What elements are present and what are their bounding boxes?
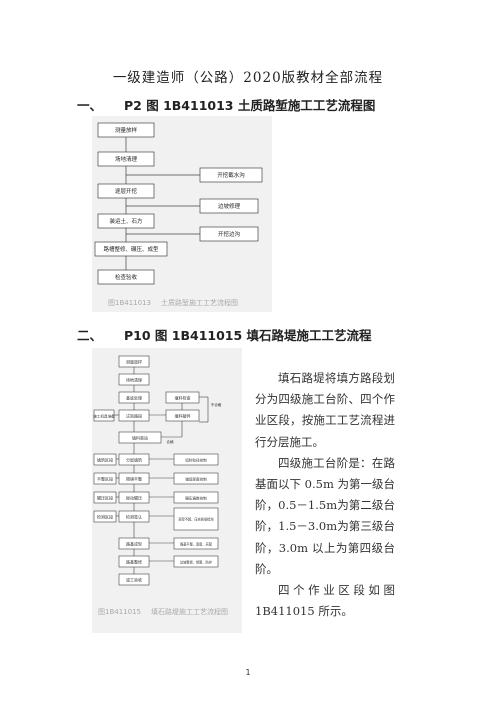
body-paragraph: 四个作业区段如图 1B411015 所示。	[255, 583, 395, 619]
body-text: 填石路堤将填方路段划分为四级施工台阶、四个作业区段，按施工工艺流程进行分层施工。…	[255, 368, 395, 622]
section1-heading-text: P2 图 1B411013 土质路堑施工工艺流程图	[124, 98, 376, 113]
figure1-caption-number: 图1B411013	[108, 299, 151, 307]
flow2-stage: 检测区段	[97, 514, 113, 520]
flow2-equipment-box: 施工机具准备	[93, 414, 115, 419]
flow2-step: 路基整修	[126, 559, 142, 565]
flow2-step: 竣工验收	[126, 577, 142, 583]
figure2-flowchart: 测量放样 场地清理 基底处理 试验路段 施工机具准备 填料检查 填料破碎 不合格…	[92, 348, 242, 633]
flow2-stage: 平整区段	[97, 476, 113, 482]
flow2-stage: 碾压区段	[97, 495, 113, 501]
flow2-control: 填料粒径控制	[185, 458, 207, 463]
page-number: 1	[245, 668, 251, 677]
body-paragraph: 填石路堤将填方路段划分为四级施工台阶、四个作业区段，按施工工艺流程进行分层施工。	[255, 371, 395, 449]
section2-number: 二、	[77, 328, 103, 343]
flow1-step: 路槽整修、碾压、成型	[103, 245, 159, 253]
flow2-control: 碾压遍数控制	[185, 496, 207, 501]
flow2-check-box: 填料检查	[175, 395, 191, 401]
flow2-control: 层厚不超、压实质量检测	[178, 517, 213, 522]
flow2-pass-label: 合格	[166, 439, 174, 444]
flow2-check-box: 填料破碎	[175, 413, 191, 419]
flow2-stage: 填筑区段	[97, 457, 113, 463]
figure2-caption-text: 填石路堤施工工艺流程图	[150, 608, 228, 616]
flow1-step: 测量放样	[115, 126, 138, 134]
section2-heading: 二、 P10 图 1B411015 填石路堤施工工艺流程	[77, 325, 372, 344]
flow2-step: 场地清理	[126, 377, 142, 383]
flow2-reject-label: 不合格	[211, 402, 222, 407]
flow2-step: 测量放样	[126, 359, 142, 365]
figure1-flowchart: 测量放样 场地清理 逐层开挖 装运土、石方 路槽整修、碾压、成型 检查验收 开挖…	[92, 116, 272, 312]
flow2-step: 分层填筑	[126, 457, 142, 463]
figure2-caption: 图1B411015 填石路堤施工工艺流程图	[98, 607, 228, 617]
flow1-side-step: 开挖边沟	[218, 230, 241, 238]
flow1-step: 装运土、石方	[109, 217, 143, 225]
flow2-step: 填料装运	[132, 435, 148, 441]
flow2-step: 摊铺平整	[126, 476, 142, 482]
flow2-control: 铺填厚度控制	[185, 477, 207, 482]
flow2-step: 试验路段	[126, 413, 142, 419]
section1-number: 一、	[77, 98, 103, 113]
body-paragraph: 四级施工台阶是：在路基面以下 0.5m 为第一级台阶，0.5－1.5m为第二级台…	[255, 455, 396, 576]
figure1-caption: 图1B411013 土质路堑施工工艺流程图	[108, 298, 238, 308]
flow1-step: 检查验收	[115, 273, 138, 281]
flow2-step: 路基成型	[126, 541, 142, 547]
flow1-step: 场地清理	[115, 155, 138, 163]
flow2-step: 振动碾压	[126, 495, 142, 501]
flow2-final-check: 路基平整、宽度、高程	[180, 542, 213, 547]
flow1-side-step: 开挖截水沟	[217, 171, 245, 179]
figure1-caption-text: 土质路堑施工工艺流程图	[160, 299, 238, 307]
flow2-final-check: 边坡整修、修整、防护	[180, 560, 212, 565]
flow2-step: 检测签认	[126, 514, 142, 520]
figure2-caption-number: 图1B411015	[98, 608, 141, 616]
flow2-step: 基底处理	[126, 395, 142, 401]
document-title: 一级建造师（公路）2020版教材全部流程	[112, 70, 384, 86]
section2-heading-text: P10 图 1B411015 填石路堤施工工艺流程	[124, 328, 372, 343]
flow1-side-step: 边坡修理	[218, 202, 241, 210]
flow1-step: 逐层开挖	[115, 187, 138, 195]
section1-heading: 一、 P2 图 1B411013 土质路堑施工工艺流程图	[77, 95, 375, 114]
